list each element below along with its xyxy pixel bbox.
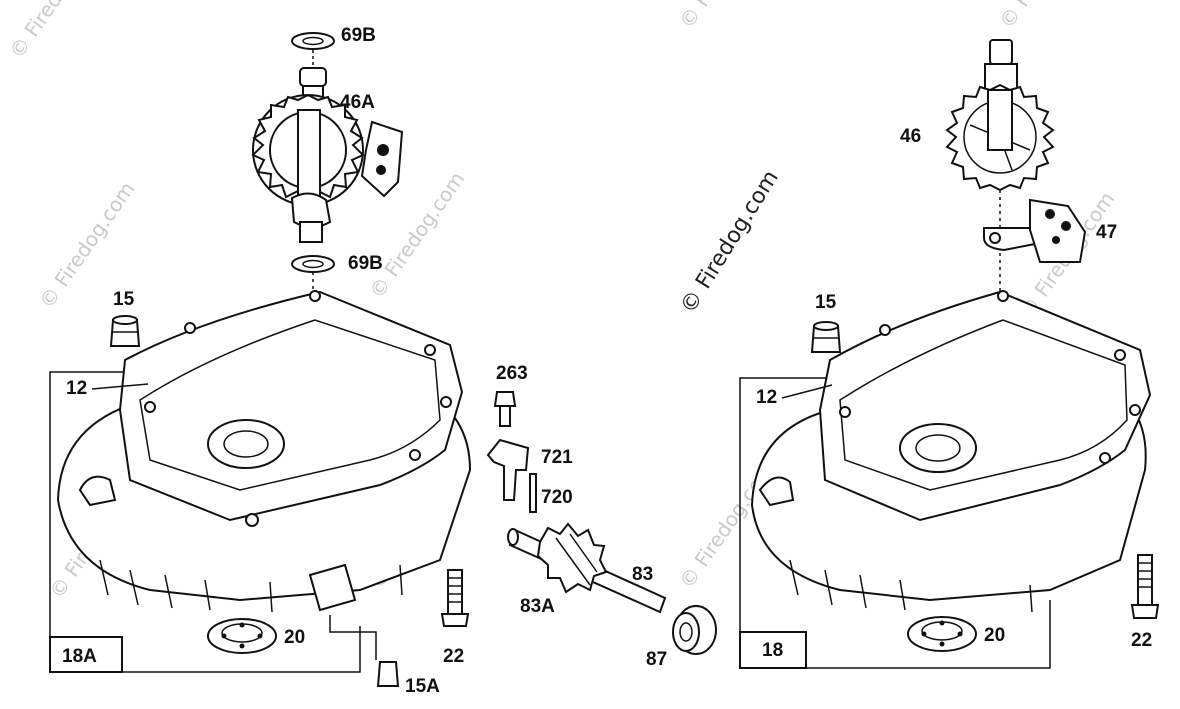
callout-69b-top: 69B xyxy=(341,25,376,46)
callout-263: 263 xyxy=(496,363,528,384)
seal-icon xyxy=(672,605,717,655)
callout-12-left: 12 xyxy=(66,378,87,399)
plug-icon xyxy=(376,661,400,687)
bracket-icon xyxy=(486,438,530,501)
oil-seal-icon xyxy=(207,618,277,654)
callout-15a: 15A xyxy=(405,676,440,697)
callout-15-left: 15 xyxy=(113,289,135,310)
callout-46: 46 xyxy=(900,126,921,147)
watermark-center: © Firedog.com xyxy=(676,166,784,318)
camshaft-icon xyxy=(945,39,1055,330)
callout-labels: 69B 46A 69B 15 12 263 721 720 83 83A 87 … xyxy=(62,25,1152,697)
watermark-text: © Firedog.com xyxy=(674,0,779,33)
callout-15-right: 15 xyxy=(815,292,837,313)
sump-housing-icon xyxy=(750,290,1152,613)
left-assembly xyxy=(49,32,717,687)
callout-83: 83 xyxy=(632,564,653,585)
washer-icon xyxy=(291,255,335,273)
right-box-tag xyxy=(739,631,807,669)
callout-721: 721 xyxy=(541,447,573,468)
callout-69b-bottom: 69B xyxy=(348,253,383,274)
callout-47: 47 xyxy=(1096,222,1117,243)
callout-22-left: 22 xyxy=(443,646,464,667)
watermark-text: © Firedog.com xyxy=(994,0,1099,33)
box-label-18: 18 xyxy=(762,640,783,661)
washer-icon xyxy=(291,32,335,50)
camshaft-icon xyxy=(251,50,404,243)
callout-46a: 46A xyxy=(340,92,375,113)
callout-87: 87 xyxy=(646,649,667,670)
screw-icon xyxy=(1130,554,1160,619)
pin-icon xyxy=(529,473,537,513)
callout-720: 720 xyxy=(541,487,573,508)
oil-seal-icon xyxy=(907,616,977,652)
right-assembly xyxy=(739,39,1160,669)
box-label-18a: 18A xyxy=(62,646,97,667)
callout-22-right: 22 xyxy=(1131,630,1152,651)
bolt-icon xyxy=(493,391,517,427)
shaft-gear-icon xyxy=(507,522,667,614)
callout-20-left: 20 xyxy=(284,627,305,648)
screw-icon xyxy=(440,569,470,627)
sump-housing-icon xyxy=(56,290,472,613)
left-box-tag xyxy=(49,636,123,673)
callout-20-right: 20 xyxy=(984,625,1005,646)
callout-12-right: 12 xyxy=(756,387,777,408)
watermark-text: © Firedog.com xyxy=(4,0,109,63)
governor-icon xyxy=(983,198,1087,263)
callout-83a: 83A xyxy=(520,596,555,617)
